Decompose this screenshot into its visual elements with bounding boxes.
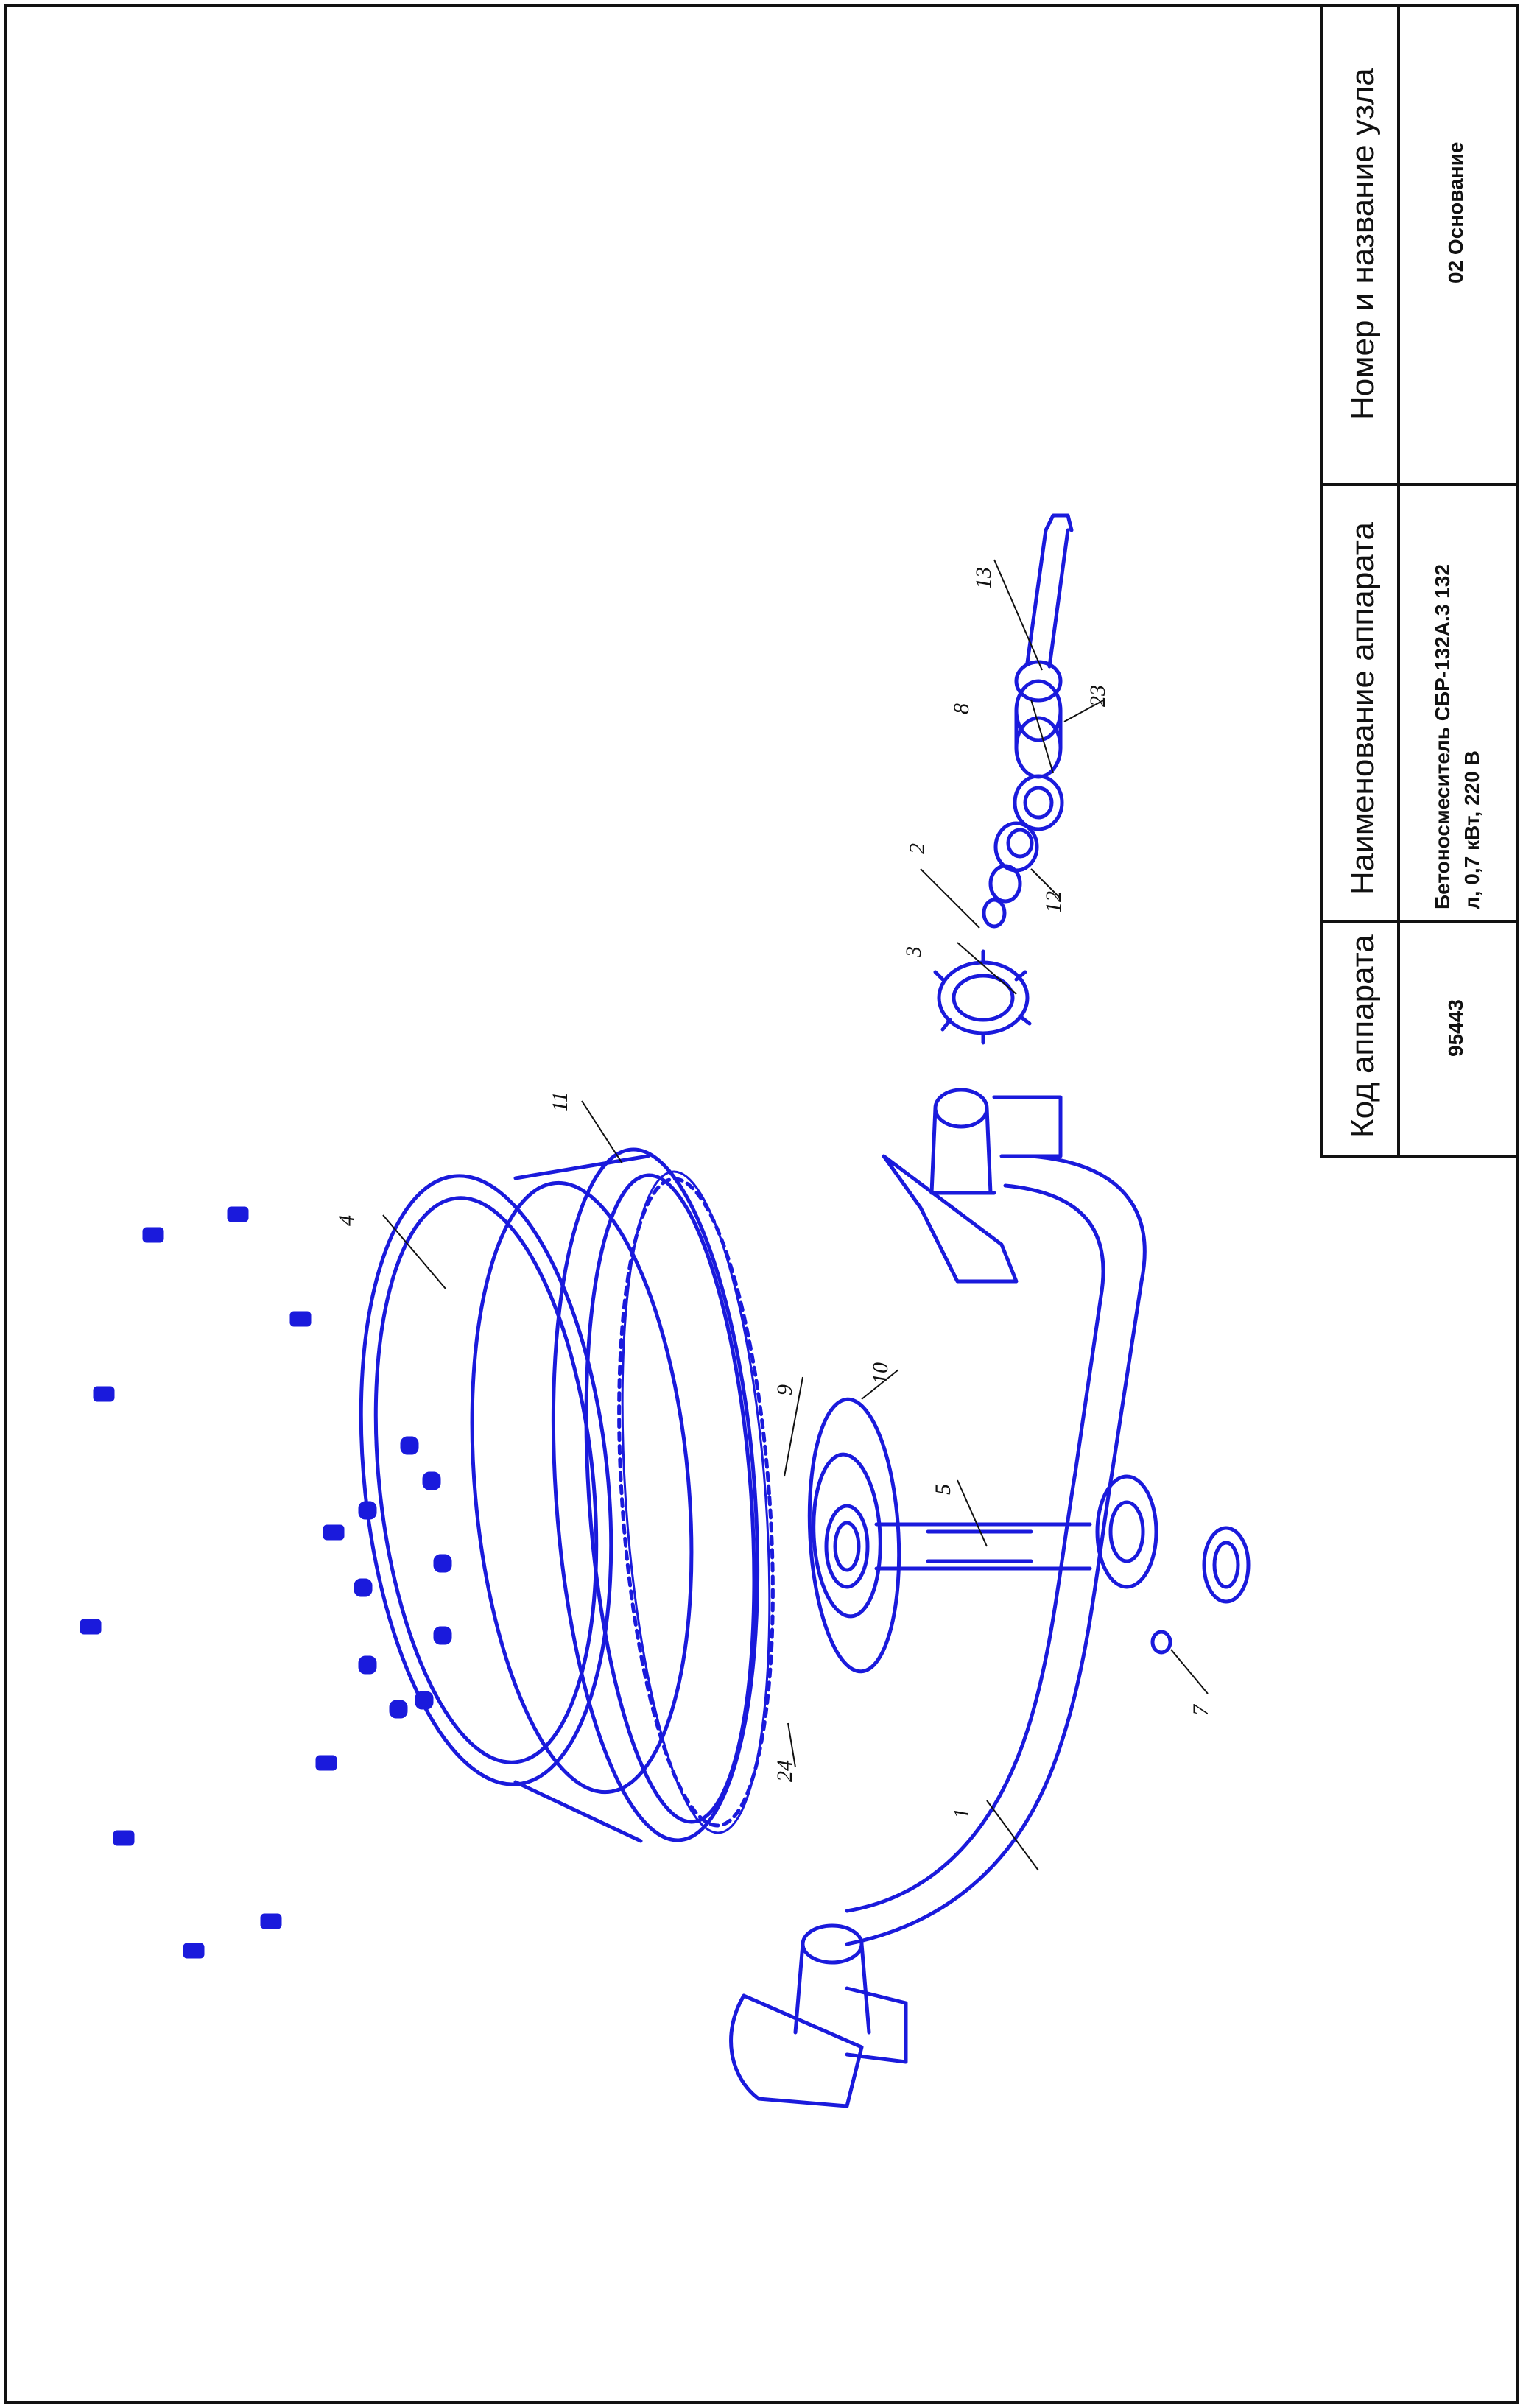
callout-13: 13 (971, 567, 996, 589)
callout-8: 8 (949, 703, 974, 714)
leader-lines (382, 559, 1209, 1871)
fastener-bolts (80, 1206, 452, 1959)
callout-10: 10 (868, 1362, 893, 1384)
title-block-row-divider-1 (1320, 483, 1519, 486)
ring-gear-part (621, 1170, 771, 1834)
input-shaft-part (1014, 513, 1074, 703)
shaft-nut (1202, 1526, 1251, 1604)
callout-7: 7 (1189, 1703, 1213, 1716)
hub-plate-part (807, 1397, 901, 1674)
callout-1: 1 (949, 1808, 974, 1819)
frame-tube-part (845, 1154, 1158, 1946)
pinion-gear-part (933, 949, 1032, 1045)
callout-23: 23 (1086, 685, 1110, 707)
upper-leg-bracket (882, 1088, 1063, 1284)
callout-4: 4 (334, 1215, 359, 1226)
callout-12: 12 (1041, 891, 1066, 913)
callout-11: 11 (548, 1091, 572, 1112)
callout-24: 24 (773, 1760, 797, 1782)
title-block (1320, 4, 1519, 1158)
shaft-part (874, 1522, 1092, 1571)
callout-labels: 4 11 9 10 5 24 1 7 3 2 12 8 13 23 (334, 567, 1213, 1819)
callout-3: 3 (901, 946, 926, 958)
callout-9: 9 (773, 1384, 797, 1395)
callout-2: 2 (905, 843, 929, 854)
bearing-stack-part (982, 679, 1064, 929)
drum-flange-part (359, 1147, 775, 1843)
title-block-row-divider-2 (1320, 920, 1519, 923)
callout-5: 5 (931, 1484, 955, 1495)
set-screw-part (1150, 1630, 1172, 1655)
lower-leg-bracket (729, 1923, 908, 2108)
title-block-divider (1397, 4, 1400, 1158)
sheet-frame (4, 4, 1519, 2404)
